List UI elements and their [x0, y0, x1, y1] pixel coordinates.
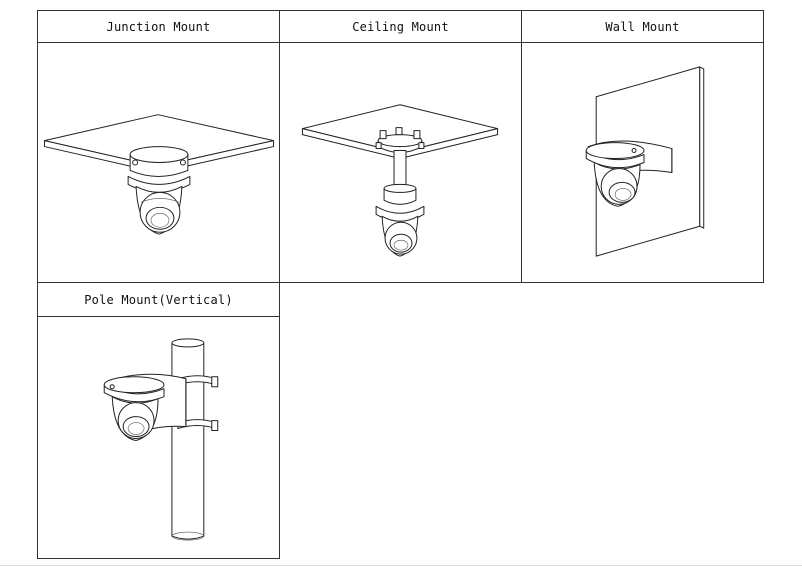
panel-title: Wall Mount — [522, 11, 763, 43]
panel-title: Junction Mount — [38, 11, 279, 43]
panel-title: Pole Mount(Vertical) — [38, 283, 279, 317]
panel-title: Ceiling Mount — [280, 11, 521, 43]
junction-mount-illustration — [38, 43, 279, 282]
panel-wall-mount: Wall Mount — [521, 10, 764, 283]
pole-mount-illustration — [38, 317, 279, 558]
page-bottom-rule — [0, 565, 802, 566]
panel-pole-mount-vertical: Pole Mount(Vertical) — [37, 282, 280, 559]
wall-mount-illustration — [522, 43, 763, 282]
panel-junction-mount: Junction Mount — [37, 10, 280, 283]
panel-ceiling-mount: Ceiling Mount — [279, 10, 522, 283]
ceiling-mount-illustration — [280, 43, 521, 282]
